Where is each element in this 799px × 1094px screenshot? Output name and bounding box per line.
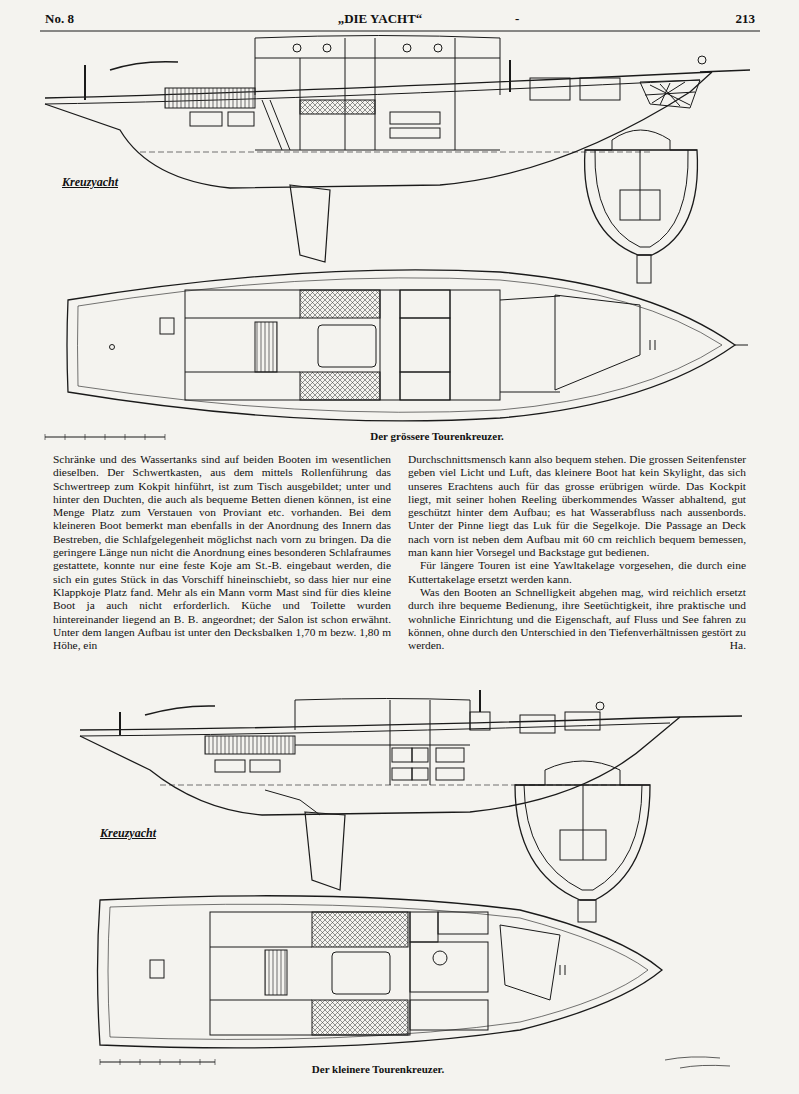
header-dash: - bbox=[515, 11, 519, 27]
handwritten-title: Kreuzyacht bbox=[100, 826, 156, 841]
issue-number: No. 8 bbox=[45, 11, 74, 27]
page-number: 213 bbox=[736, 11, 756, 27]
small-profile bbox=[80, 690, 742, 890]
body-text: Schränke und des Wassertanks sind auf be… bbox=[53, 453, 391, 652]
header-rule bbox=[40, 31, 760, 32]
scale-bar bbox=[100, 1059, 215, 1065]
figure-caption: Der grössere Tourenkreuzer. bbox=[370, 430, 504, 442]
author-signature: Ha. bbox=[730, 639, 746, 652]
body-text: Durchschnittsmensch kann also bequem ste… bbox=[408, 453, 746, 559]
scale-bar bbox=[45, 434, 165, 440]
handwritten-title: Kreuzyacht bbox=[62, 175, 118, 190]
body-text: Für längere Touren ist eine Yawltakelage… bbox=[408, 559, 746, 586]
large-profile bbox=[45, 36, 750, 263]
page-title: „DIE YACHT“ bbox=[338, 11, 423, 27]
body-text: Was den Booten an Schnelligkeit abgehen … bbox=[408, 586, 768, 652]
large-plan bbox=[67, 270, 748, 421]
small-plan bbox=[98, 896, 663, 1048]
large-section bbox=[585, 130, 698, 283]
signature-scribble bbox=[665, 1057, 730, 1068]
figure-caption: Der kleinere Tourenkreuzer. bbox=[312, 1063, 444, 1075]
small-section bbox=[515, 761, 650, 922]
